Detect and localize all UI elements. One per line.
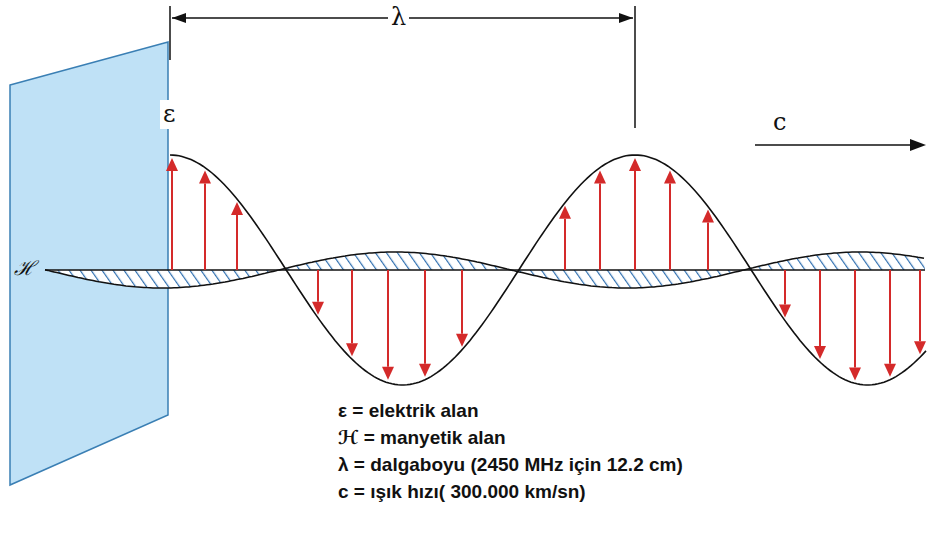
speed-symbol: c <box>770 108 789 137</box>
electric-field-vector <box>669 184 671 270</box>
electric-field-vector <box>819 270 821 346</box>
legend-text: ℋ = manyetik alan <box>338 427 506 450</box>
lambda-tick <box>634 6 636 128</box>
electric-field-vector <box>889 270 891 364</box>
electric-field-vector <box>204 184 206 270</box>
electric-field-vector <box>784 270 786 305</box>
electric-field-arrowhead <box>382 367 394 380</box>
electric-field-arrowhead <box>166 158 178 171</box>
magnetic-field-curve <box>45 252 924 288</box>
electric-field-arrowhead <box>199 171 211 184</box>
legend-text: λ = dalgaboyu (2450 MHz için 12.2 cm) <box>338 454 683 477</box>
electric-field-arrowhead <box>884 364 896 377</box>
electric-field-vector <box>171 171 173 270</box>
electric-field-arrowhead <box>664 171 676 184</box>
electric-field-vector <box>317 270 319 302</box>
lambda-tick <box>169 6 171 60</box>
magnetic-field-lobes <box>45 252 925 288</box>
propagation-axis <box>45 269 925 270</box>
electric-field-vector <box>634 171 636 270</box>
electric-field-symbol: ε <box>160 100 178 129</box>
speed-arrowhead <box>910 139 926 151</box>
electric-field-arrowhead <box>849 367 861 380</box>
wavelength-symbol: λ <box>388 3 409 32</box>
speed-arrow <box>755 144 912 146</box>
legend-text: c = ışık hızı( 300.000 km/sn) <box>338 481 586 504</box>
lambda-arrowhead <box>172 13 186 23</box>
electric-field-vector <box>236 215 238 270</box>
electric-field-vector <box>919 270 921 341</box>
lambda-arrowhead <box>619 13 633 23</box>
electric-field-vector <box>387 270 389 367</box>
electric-field-arrowhead <box>594 171 606 184</box>
electric-field-vector <box>564 219 566 270</box>
electric-field-vector <box>424 270 426 364</box>
wave-plane <box>10 42 168 485</box>
electric-field-arrowhead <box>419 364 431 377</box>
electric-field-vector <box>854 270 856 367</box>
electric-field-vector <box>599 184 601 270</box>
electric-field-vector <box>351 270 353 343</box>
electric-field-curve <box>170 155 926 385</box>
wave-group <box>45 155 926 385</box>
legend-text: ε = elektrik alan <box>338 400 479 423</box>
electric-field-vector <box>707 223 709 270</box>
electric-field-arrowhead <box>629 158 641 171</box>
electric-field-vector <box>461 270 463 334</box>
magnetic-field-symbol: ℋ <box>14 256 35 280</box>
